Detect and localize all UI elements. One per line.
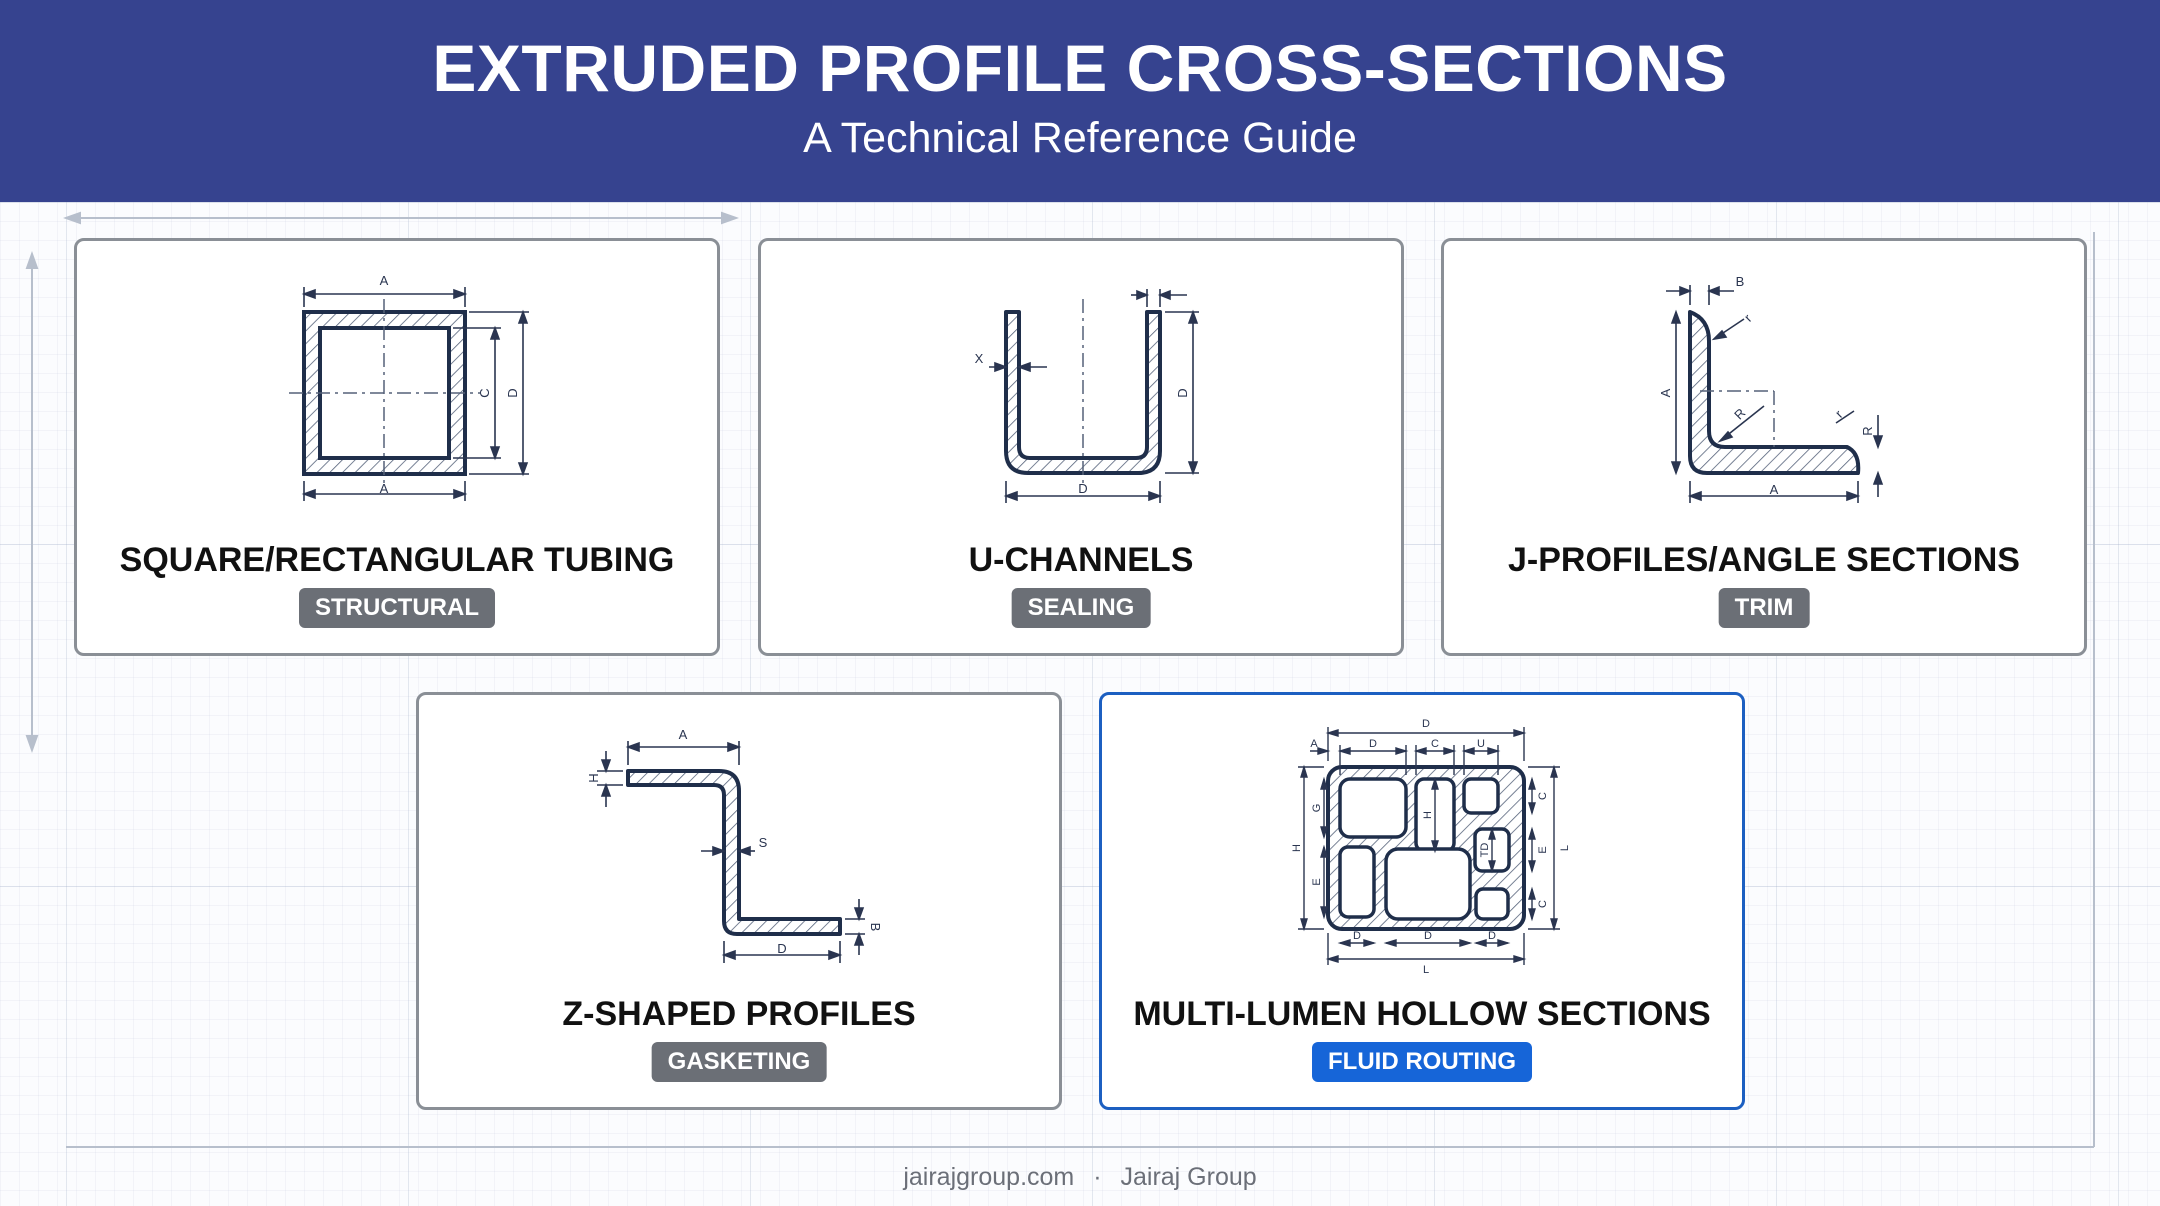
profile-title: Z-SHAPED PROFILES	[562, 995, 916, 1033]
dim-label: C	[1431, 738, 1439, 750]
application-tag: TRIM	[1718, 588, 1810, 628]
dim-label: E	[1537, 846, 1549, 853]
dim-label: B	[1736, 274, 1745, 289]
dim-label: D	[1353, 930, 1361, 942]
dim-label: A	[380, 481, 389, 496]
card-u-channels[interactable]: X D D U-CHANNELS SEALING	[758, 238, 1404, 656]
application-tag: STRUCTURAL	[299, 588, 495, 628]
profile-title: SQUARE/RECTANGULAR TUBING	[119, 541, 675, 579]
profile-title: MULTI-LUMEN HOLLOW SECTIONS	[1133, 995, 1711, 1033]
dim-label: H	[1291, 844, 1303, 852]
dim-label: C	[1537, 792, 1549, 800]
dim-label: B	[868, 923, 883, 932]
dim-label: X	[975, 351, 984, 366]
dim-label: L	[1423, 964, 1429, 976]
dim-label: D	[1175, 388, 1190, 397]
dim-label: H	[586, 773, 601, 782]
angle-section-icon: B r A R r R A	[1658, 274, 1884, 503]
dim-label: G	[1311, 804, 1323, 813]
application-tag: GASKETING	[651, 1042, 827, 1082]
dim-label: D	[1369, 738, 1377, 750]
footer-credits: jairajgroup.com · Jairaj Group	[0, 1163, 2160, 1192]
application-tag: FLUID ROUTING	[1312, 1042, 1532, 1082]
footer-website-link[interactable]: jairajgroup.com	[903, 1163, 1075, 1191]
dim-label: C	[477, 388, 492, 397]
dim-label: R	[1860, 426, 1875, 435]
dim-label: D	[1424, 930, 1432, 942]
dim-label: D	[1078, 481, 1087, 496]
dim-label: L	[1559, 845, 1571, 851]
square-tube-icon: A A C D	[289, 273, 529, 501]
dim-label: U	[1477, 738, 1485, 750]
footer-company-name: Jairaj Group	[1120, 1163, 1257, 1191]
dim-label: D	[777, 941, 786, 956]
dim-label: E	[1311, 878, 1323, 885]
dim-label: H	[1422, 811, 1434, 819]
profile-title: U-CHANNELS	[968, 541, 1194, 579]
dim-label: r	[1741, 311, 1755, 325]
background-dimension-lines	[25, 211, 2095, 1148]
dim-label: A	[1310, 738, 1318, 750]
card-multi-lumen[interactable]: D A D C U G H E H TD C E C L D D D L MUL…	[1099, 692, 1745, 1110]
footer-separator: ·	[1093, 1163, 1102, 1191]
dim-label: S	[759, 835, 768, 850]
multi-lumen-icon: D A D C U G H E H TD C E C L D D D L	[1291, 718, 1571, 976]
u-channel-icon: X D D	[975, 289, 1199, 503]
page-subtitle: A Technical Reference Guide	[803, 114, 1357, 162]
dim-label: A	[679, 727, 688, 742]
card-j-profiles[interactable]: B r A R r R A J-PROFILES/ANGLE SECTIONS …	[1441, 238, 2087, 656]
dim-label: C	[1537, 900, 1549, 908]
z-profile-icon: A H S D B	[586, 727, 883, 963]
card-z-profiles[interactable]: A H S D B Z-SHAPED PROFILES GASKETING	[416, 692, 1062, 1110]
card-square-tubing[interactable]: A A C D SQUARE/RECTANGULAR TUBING STRUCT…	[74, 238, 720, 656]
dim-label: D	[1488, 930, 1496, 942]
dim-label: D	[505, 388, 520, 397]
profile-title: J-PROFILES/ANGLE SECTIONS	[1508, 541, 2020, 579]
dim-label: A	[1770, 482, 1779, 497]
dim-label: r	[1832, 407, 1846, 421]
header-banner: EXTRUDED PROFILE CROSS-SECTIONS A Techni…	[0, 0, 2160, 202]
dim-label: TD	[1479, 843, 1491, 858]
application-tag: SEALING	[1011, 588, 1151, 628]
dim-label: A	[1658, 388, 1673, 397]
dim-label: D	[1422, 718, 1430, 730]
page-title: EXTRUDED PROFILE CROSS-SECTIONS	[432, 31, 1728, 105]
dim-label: A	[380, 273, 389, 288]
